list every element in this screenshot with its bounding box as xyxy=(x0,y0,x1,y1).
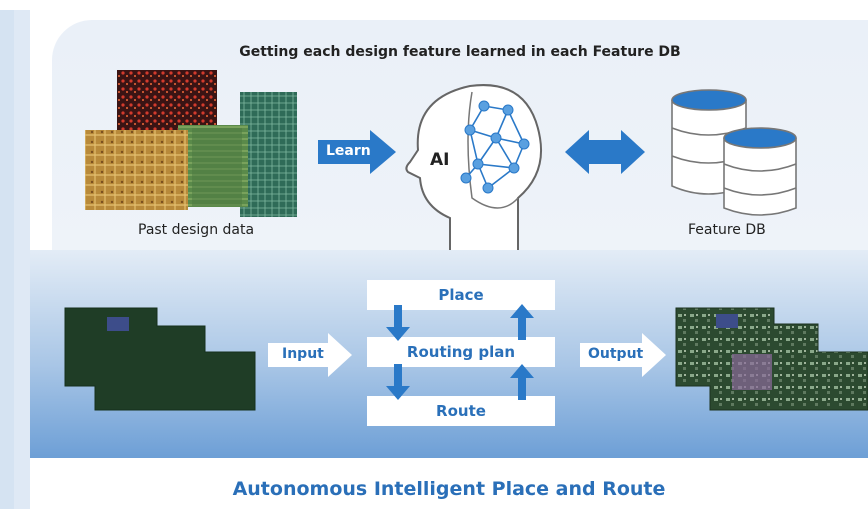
database-icon xyxy=(671,89,797,216)
up-arrow-right-bottom xyxy=(510,364,534,400)
input-label: Input xyxy=(282,346,324,362)
footer-title: Autonomous Intelligent Place and Route xyxy=(232,478,666,500)
input-board xyxy=(64,307,256,411)
learn-label: Learn xyxy=(326,143,371,159)
heading: Getting each design feature learned in e… xyxy=(239,44,681,60)
caption-area xyxy=(30,458,868,509)
down-arrow-left-top xyxy=(386,305,410,341)
route-box: Route xyxy=(367,396,555,426)
feature-db-label: Feature DB xyxy=(688,222,766,238)
top-strip xyxy=(0,0,868,10)
past-design-images xyxy=(85,70,297,217)
double-arrow xyxy=(565,130,645,174)
ai-head-icon xyxy=(405,84,542,250)
ai-label: AI xyxy=(430,150,450,170)
past-design-label: Past design data xyxy=(138,222,255,238)
output-arrow xyxy=(580,333,666,377)
input-arrow xyxy=(268,333,352,377)
routing-plan-box: Routing plan xyxy=(367,337,555,367)
left-strip xyxy=(0,10,14,509)
output-board xyxy=(675,307,868,411)
down-arrow-left-bottom xyxy=(386,364,410,400)
learn-arrow xyxy=(318,130,396,174)
output-label: Output xyxy=(588,346,644,362)
up-arrow-right-top xyxy=(510,304,534,340)
